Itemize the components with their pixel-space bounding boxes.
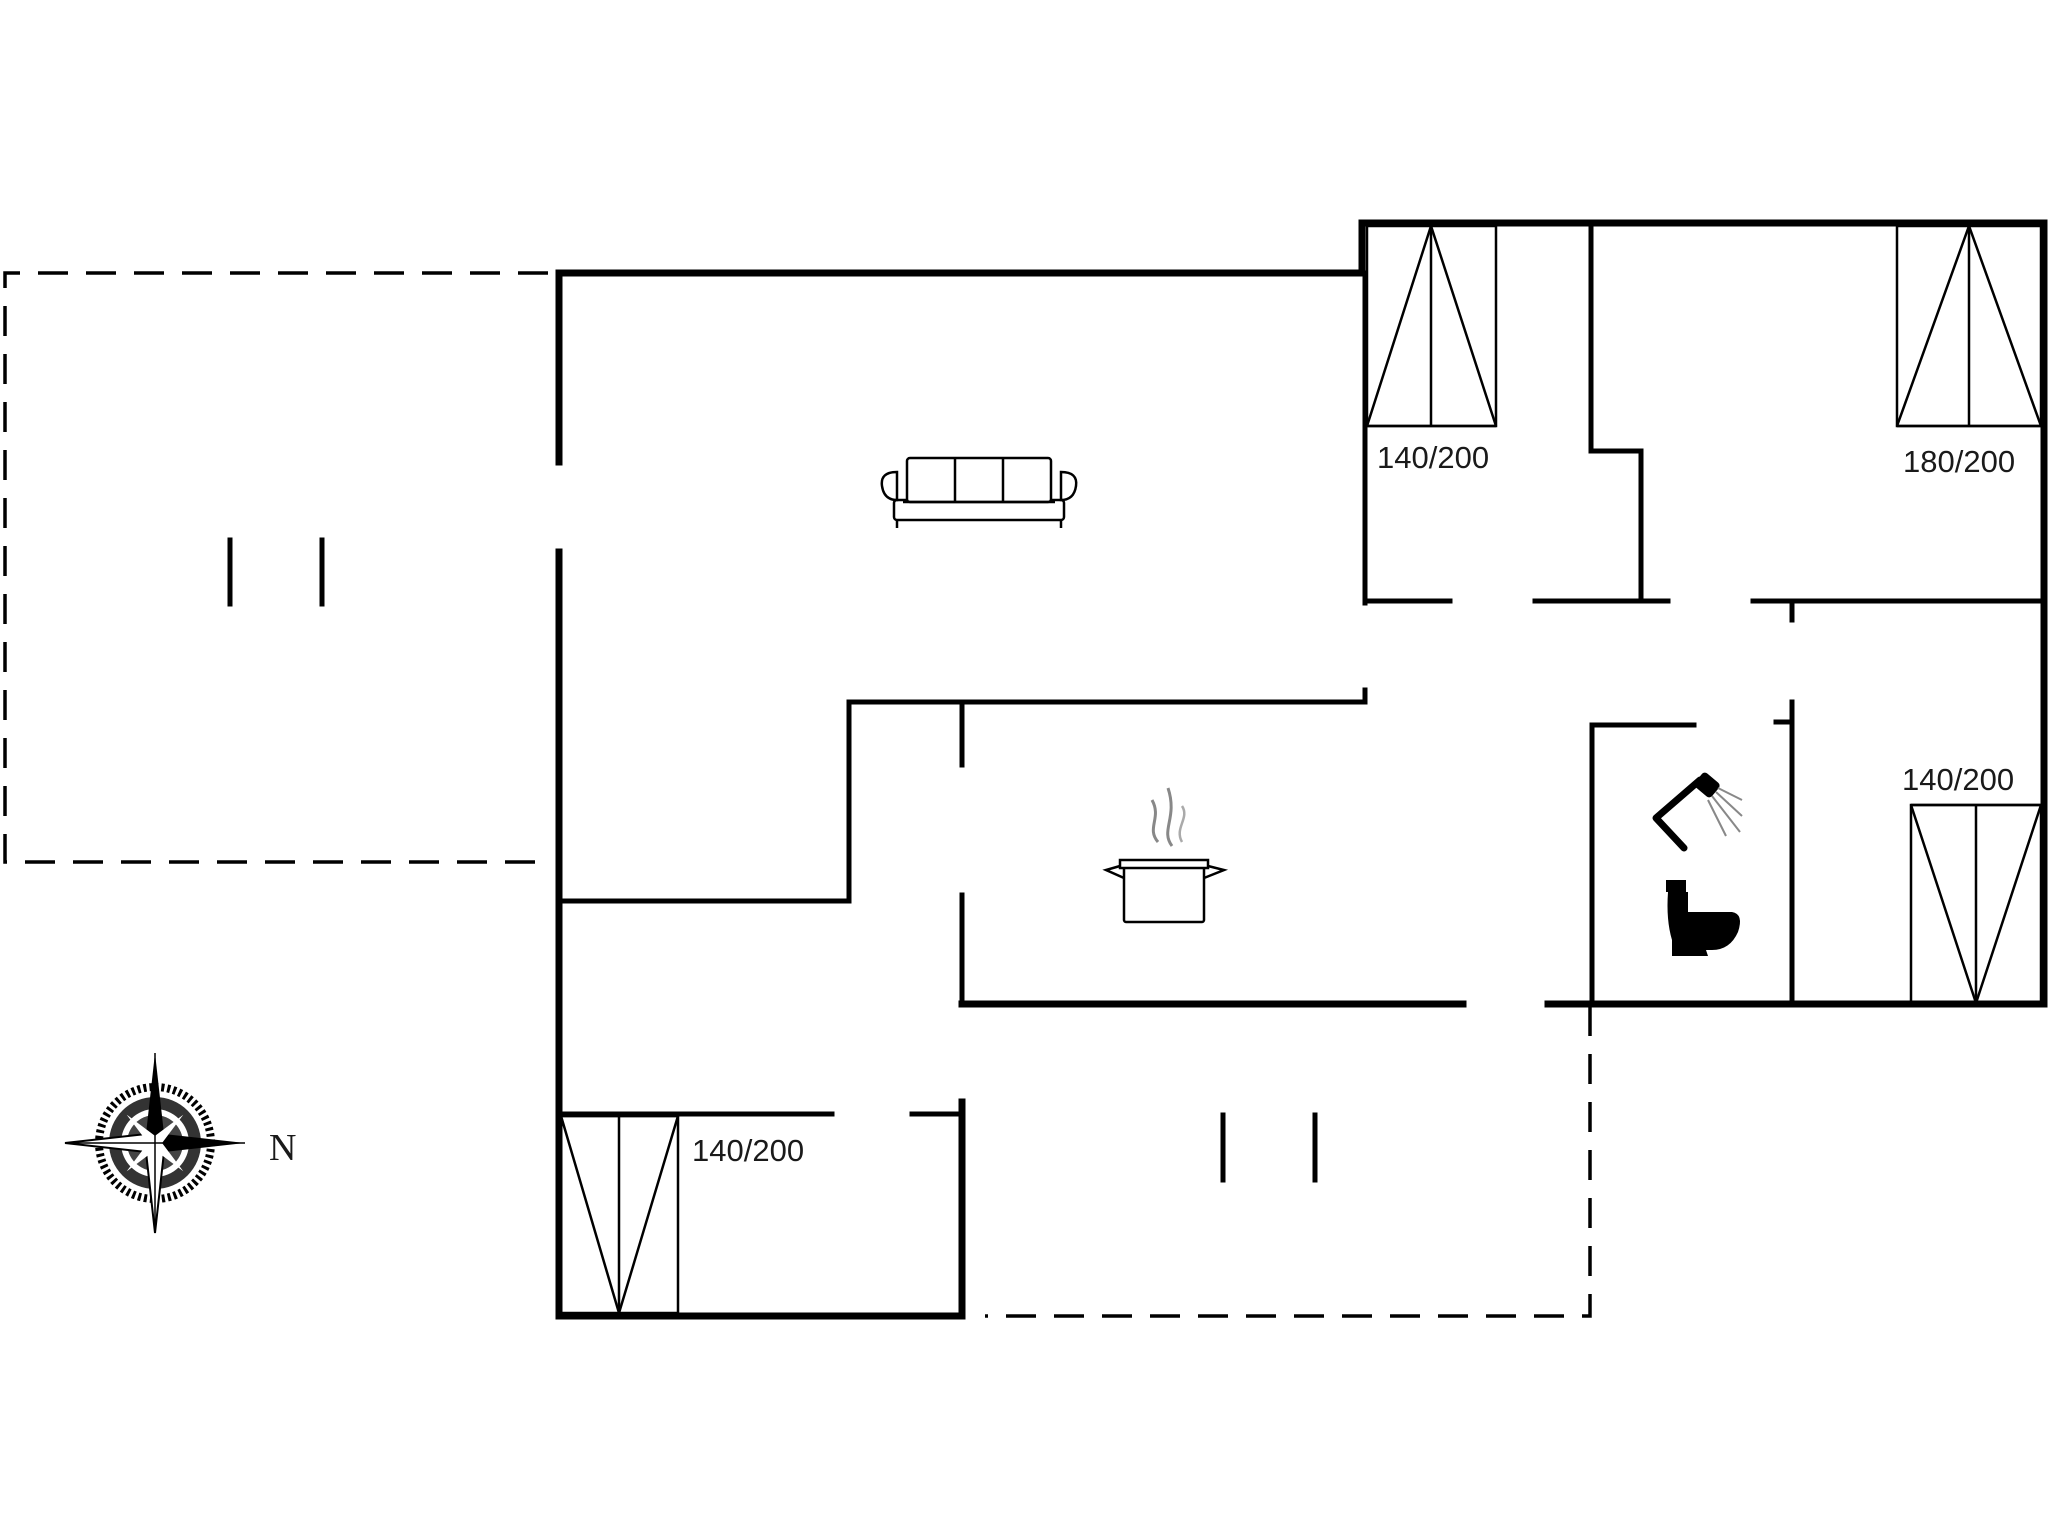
compass-north-label: N <box>269 1127 296 1169</box>
bed-140x200-south <box>559 1114 680 1318</box>
terrace-west <box>3 271 548 864</box>
bed-180x200-north <box>1895 222 2043 428</box>
bed-size-label: 180/200 <box>1903 444 2015 479</box>
sofa-icon <box>880 456 1078 528</box>
terrace-south <box>985 1006 1592 1318</box>
toilet-icon <box>1666 880 1740 956</box>
shower-icon <box>1652 772 1743 852</box>
bed-140x200-north <box>1365 221 1498 428</box>
bed-size-label: 140/200 <box>1902 762 2014 797</box>
cooking-pot-icon <box>1102 787 1229 924</box>
bed-140x200-east <box>1909 803 2043 1008</box>
bed-size-label: 140/200 <box>1377 440 1489 475</box>
bed-size-label: 140/200 <box>692 1133 804 1168</box>
compass-rose-icon <box>64 1053 245 1234</box>
outer-walls <box>555 219 2048 1320</box>
interior-walls <box>556 223 2047 1117</box>
